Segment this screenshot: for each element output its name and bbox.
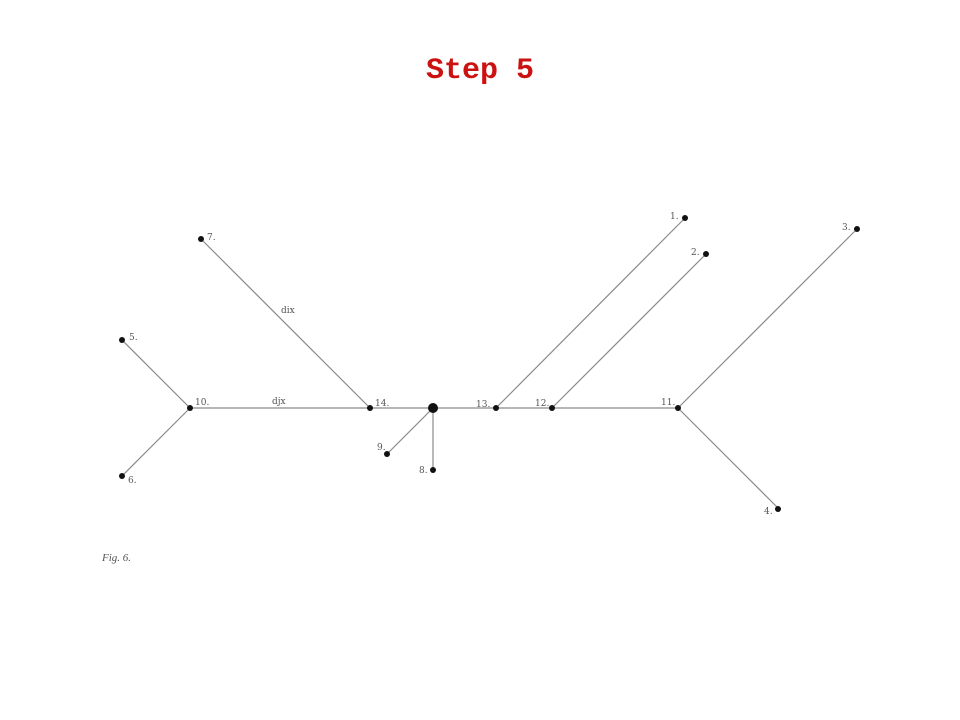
node-12 bbox=[549, 405, 555, 411]
node-10 bbox=[187, 405, 193, 411]
edge-13-1 bbox=[495, 217, 686, 409]
figure-caption: Fig. 6. bbox=[101, 552, 131, 564]
node-label-13: 13. bbox=[476, 400, 490, 410]
node-label-4: 4. bbox=[764, 507, 773, 517]
slide-title: Step 5 bbox=[425, 54, 535, 88]
node-label-10: 10. bbox=[195, 398, 209, 408]
node-label-14: 14. bbox=[375, 399, 389, 409]
tree-edges bbox=[121, 217, 858, 509]
node-label-3: 3. bbox=[842, 223, 851, 233]
edge-10-6 bbox=[121, 407, 191, 477]
node-label-8: 8. bbox=[419, 466, 428, 476]
node-14 bbox=[367, 405, 373, 411]
node-7 bbox=[198, 236, 204, 242]
node-8 bbox=[430, 467, 436, 473]
node-label-12: 12. bbox=[535, 399, 549, 409]
node-label-9: 9. bbox=[377, 443, 386, 453]
edge-label-diagonal: dix bbox=[281, 306, 295, 316]
node-6 bbox=[119, 473, 125, 479]
node-5 bbox=[119, 337, 125, 343]
edge-14-7 bbox=[200, 238, 371, 409]
edge-center-9 bbox=[386, 407, 434, 455]
edge-11-4 bbox=[677, 407, 779, 509]
edge-12-2 bbox=[551, 253, 707, 409]
node-9 bbox=[384, 451, 390, 457]
edge-11-3 bbox=[677, 228, 858, 409]
node-4 bbox=[775, 506, 781, 512]
node-1 bbox=[682, 215, 688, 221]
node-11 bbox=[675, 405, 681, 411]
node-label-5: 5. bbox=[129, 333, 138, 343]
node-label-6: 6. bbox=[128, 476, 137, 486]
node-label-11: 11. bbox=[661, 398, 675, 408]
node-label-7: 7. bbox=[207, 233, 216, 243]
edge-label-horizontal: djx bbox=[272, 397, 286, 407]
node-label-1: 1. bbox=[670, 212, 679, 222]
node-2 bbox=[703, 251, 709, 257]
node-center bbox=[428, 403, 438, 413]
node-3 bbox=[854, 226, 860, 232]
node-labels: 1. 2. 3. 4. 5. 6. 7. 8. 9. 10. 11. 12. 1… bbox=[128, 212, 851, 517]
tree-nodes bbox=[119, 215, 860, 512]
node-13 bbox=[493, 405, 499, 411]
node-label-2: 2. bbox=[691, 248, 700, 258]
edge-10-5 bbox=[121, 339, 191, 409]
